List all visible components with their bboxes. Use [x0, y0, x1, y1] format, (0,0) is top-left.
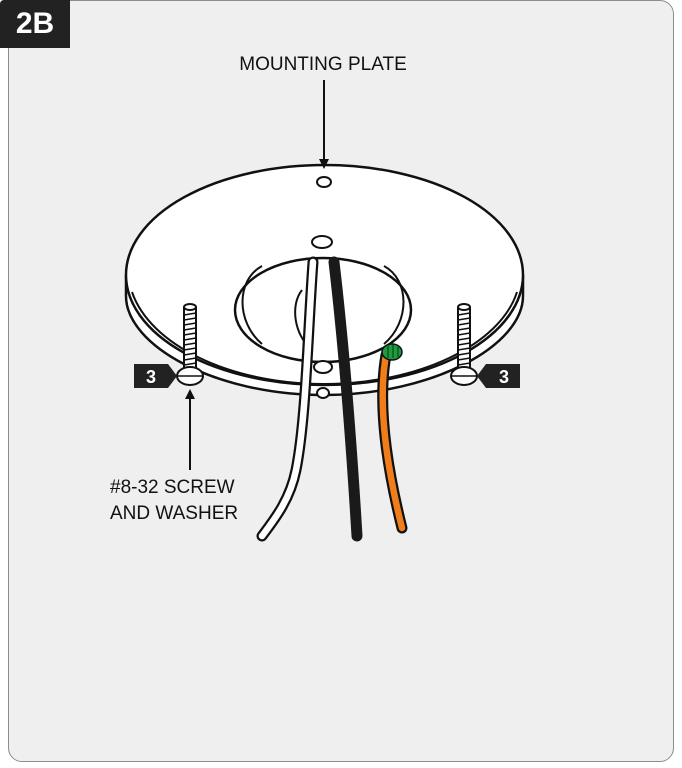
black-wire: [328, 256, 363, 542]
step-marker-left: 3: [134, 364, 177, 388]
screw-label-line2: AND WASHER: [110, 503, 238, 524]
step-marker-right: 3: [477, 364, 520, 388]
step-badge: 2B: [0, 0, 70, 48]
screw-label-line1: #8-32 SCREW: [110, 477, 235, 498]
right-screw: [450, 303, 478, 386]
left-screw: [176, 303, 204, 386]
mounting-plate-label: MOUNTING PLATE: [239, 54, 407, 75]
green-ground-screw: [381, 343, 403, 361]
step-marker-left-number: 3: [146, 367, 156, 387]
step-marker-right-number: 3: [499, 367, 509, 387]
